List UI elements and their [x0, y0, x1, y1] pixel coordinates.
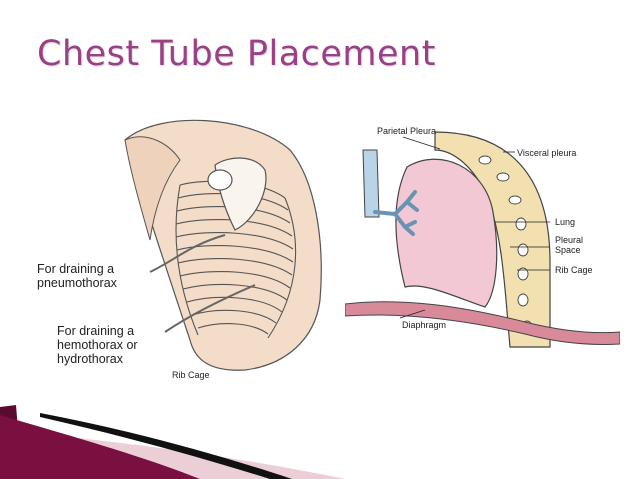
bronchi-shape: [373, 190, 419, 236]
pleura-cross-section-illustration: Parietal Pleura Visceral pleura Lung Ple…: [345, 126, 620, 348]
rib-cage-drawing: [175, 180, 297, 339]
lung-shape: [395, 158, 498, 308]
label-hemothorax-2: hemothorax or: [57, 338, 138, 352]
trachea-shape: [362, 149, 380, 218]
label-hemothorax-1: For draining a: [57, 324, 134, 338]
slide-title: Chest Tube Placement: [37, 34, 436, 74]
shoulder-joint: [207, 169, 233, 191]
label-pneumothorax-1: For draining a: [37, 262, 114, 276]
label-rib-cage-right: Rib Cage: [555, 265, 593, 275]
label-lung: Lung: [555, 217, 575, 227]
diaphragm-shape: [345, 301, 620, 345]
chest-wall-outer: [434, 131, 551, 348]
label-rib-cage: Rib Cage: [172, 370, 210, 380]
label-visceral-pleura: Visceral pleura: [517, 148, 576, 158]
arm-shape: [124, 136, 181, 241]
decorative-swoosh: [0, 405, 345, 479]
label-pleural-space-1: Pleural: [555, 235, 583, 245]
label-parietal-pleura: Parietal Pleura: [377, 126, 436, 136]
label-pneumothorax-2: pneumothorax: [37, 276, 118, 290]
hemothorax-tube: [164, 284, 256, 333]
chest-tube-anatomy-illustration: For draining a pneumothorax For draining…: [37, 119, 322, 380]
pneumothorax-tube: [149, 234, 226, 273]
label-diaphragm: Diaphragm: [402, 320, 446, 330]
label-hemothorax-3: hydrothorax: [57, 352, 124, 366]
label-pleural-space-2: Space: [555, 245, 581, 255]
